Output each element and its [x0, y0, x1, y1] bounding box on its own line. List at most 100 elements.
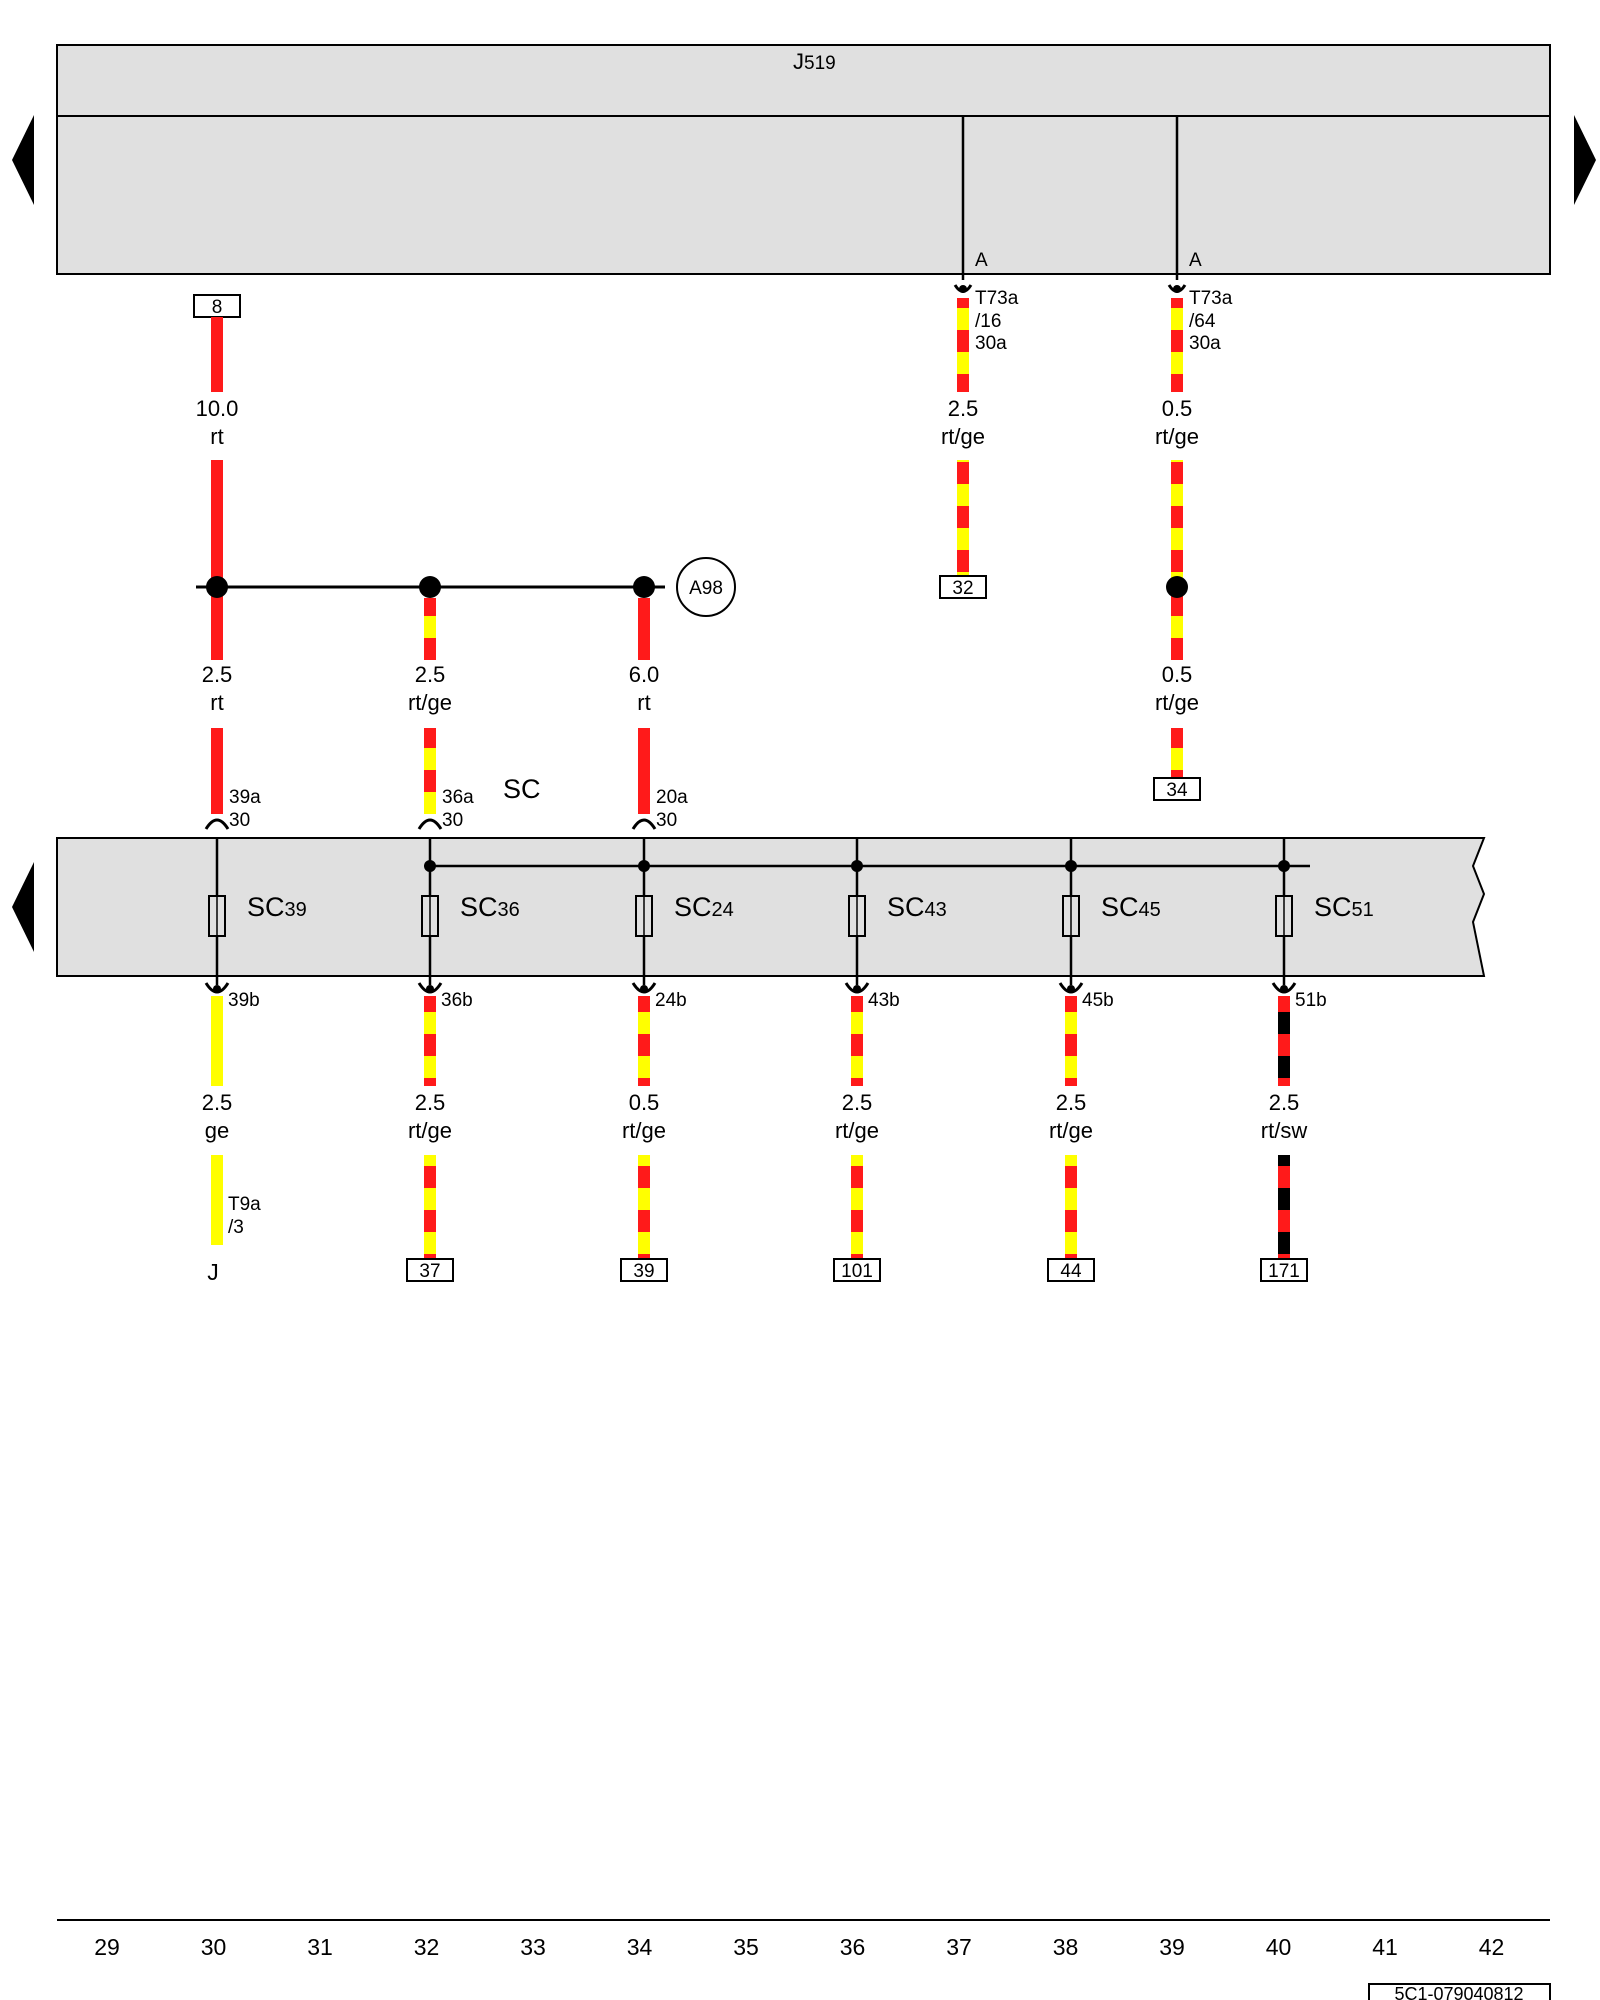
terminal-label: 30 — [656, 810, 677, 831]
column-number: 34 — [627, 1934, 653, 1960]
connector-symbol — [631, 818, 657, 830]
fuse-label: SC51 — [1314, 892, 1374, 922]
wire-gauge: 10.0 — [196, 396, 239, 421]
j519-body-panel — [56, 115, 1551, 275]
wire-segment — [1278, 1155, 1290, 1259]
column-number: 31 — [307, 1934, 333, 1960]
pin-label: 24b — [655, 990, 687, 1011]
wire-rt — [638, 598, 650, 660]
wire-color: rt/ge — [941, 424, 985, 449]
wire-gauge: 0.5 — [1162, 662, 1193, 687]
connector-pin — [213, 985, 221, 993]
wire-rt — [211, 460, 223, 660]
wire-rtge — [1171, 728, 1183, 778]
reference-box[interactable] — [620, 1258, 668, 1282]
connector-pin — [640, 985, 648, 993]
column-number: 39 — [1159, 1934, 1185, 1960]
pin-label: 36b — [441, 990, 473, 1011]
wire-gauge: 6.0 — [629, 662, 660, 687]
fuse-carrier-panel — [56, 837, 1486, 977]
j519-title-panel — [56, 44, 1551, 117]
reference-box-number: 8 — [212, 297, 223, 318]
wire-color: rt/ge — [1155, 690, 1199, 715]
wire-segment — [851, 1155, 863, 1259]
wire-color: rt — [210, 690, 223, 715]
wire-rtge — [957, 460, 969, 576]
wire-gauge: 2.5 — [202, 1090, 233, 1115]
wire-rtge — [957, 298, 969, 392]
wire-gauge: 2.5 — [1056, 1090, 1087, 1115]
wire-segment — [424, 1155, 436, 1259]
column-number: 38 — [1053, 1934, 1079, 1960]
column-number: 35 — [733, 1934, 759, 1960]
reference-box[interactable] — [406, 1258, 454, 1282]
pin-label: 51b — [1295, 990, 1327, 1011]
column-number: 33 — [520, 1934, 546, 1960]
wire-segment — [424, 996, 436, 1086]
pin-label: 43b — [868, 990, 900, 1011]
reference-box[interactable] — [1047, 1258, 1095, 1282]
wire-color: rt — [210, 424, 223, 449]
fuse-label: SC45 — [1101, 892, 1161, 922]
reference-box[interactable] — [939, 575, 987, 599]
terminal-label: 30a — [975, 333, 1007, 354]
pin-label: T9a — [228, 1194, 261, 1215]
column-number: 32 — [414, 1934, 440, 1960]
bus-junction — [1278, 860, 1290, 872]
connector-pin — [1280, 985, 1288, 993]
connector-a-label-1: A — [975, 250, 988, 271]
fuse-label: SC24 — [674, 892, 734, 922]
wire-rt — [211, 728, 223, 814]
fuse-group: SC3939b2.5geT9a/3JSC3636b2.5rt/ge37SC242… — [202, 838, 1374, 1285]
wire-color: ge — [205, 1118, 229, 1143]
column-number: 37 — [946, 1934, 972, 1960]
connector-symbol — [417, 818, 443, 830]
prev-page-arrow[interactable] — [12, 115, 34, 205]
wire-color: rt/ge — [622, 1118, 666, 1143]
fuse-label: SC39 — [247, 892, 307, 922]
bus-junction — [424, 860, 436, 872]
wire-rtge — [1171, 298, 1183, 392]
wire-gauge: 2.5 — [415, 662, 446, 687]
pin-sub-label: /64 — [1189, 311, 1216, 332]
wire-rtge — [424, 728, 436, 814]
prev-page-arrow-lower[interactable] — [12, 862, 34, 952]
wire-gauge: 2.5 — [842, 1090, 873, 1115]
reference-box-number: 171 — [1268, 1261, 1300, 1282]
doc-id-box — [1368, 1983, 1551, 2000]
pin-label: T73a — [1189, 288, 1233, 309]
fuse-label: SC43 — [887, 892, 947, 922]
reference-box[interactable] — [1260, 1258, 1308, 1282]
wire-color: rt/ge — [408, 690, 452, 715]
bus-junction — [1065, 860, 1077, 872]
column-number: 41 — [1372, 1934, 1398, 1960]
wire-segment — [638, 996, 650, 1086]
pin-label: 45b — [1082, 990, 1114, 1011]
column-number: 40 — [1266, 1934, 1292, 1960]
wire-rtge — [1171, 460, 1183, 660]
terminal-label: 30 — [442, 810, 463, 831]
connector-symbol — [204, 818, 230, 830]
wire-gauge: 0.5 — [629, 1090, 660, 1115]
wire-gauge: 2.5 — [202, 662, 233, 687]
column-number: 30 — [201, 1934, 227, 1960]
column-number: 42 — [1479, 1934, 1505, 1960]
next-page-arrow[interactable] — [1574, 115, 1596, 205]
wire-segment — [1278, 996, 1290, 1086]
wire-segment — [851, 996, 863, 1086]
bus-junction — [851, 860, 863, 872]
pin-label: 20a — [656, 787, 688, 808]
doc-id: 5C1-079040812 — [1394, 1984, 1523, 2000]
reference-box[interactable] — [833, 1258, 881, 1282]
wire-gauge: 2.5 — [1269, 1090, 1300, 1115]
terminus-label: J — [207, 1259, 219, 1285]
wire-color: rt/ge — [1049, 1118, 1093, 1143]
reference-box-number: 32 — [952, 578, 973, 599]
reference-box[interactable] — [1153, 777, 1201, 801]
wire-color: rt/ge — [1155, 424, 1199, 449]
wire-color: rt — [637, 690, 650, 715]
wire-rtge — [424, 598, 436, 660]
wire-segment — [638, 1155, 650, 1259]
connector-pin — [426, 985, 434, 993]
wire-segment — [1065, 1155, 1077, 1259]
